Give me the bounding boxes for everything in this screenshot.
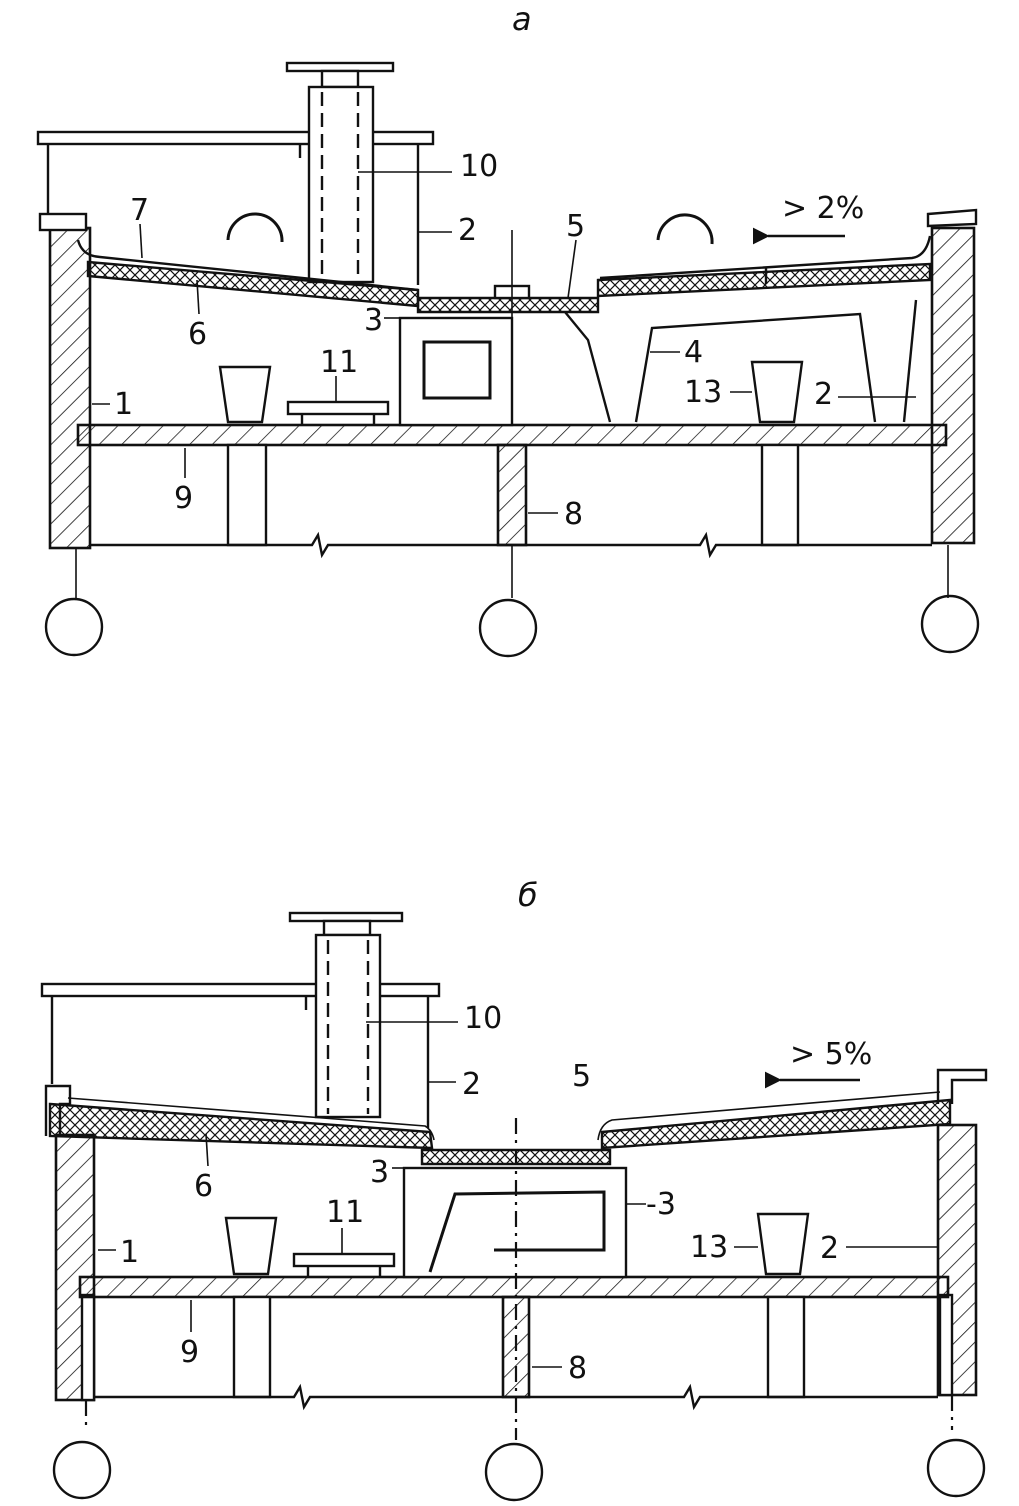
equipment-edge-a: [902, 299, 918, 423]
insulation-right-a: [596, 262, 932, 298]
vent-shaft-a: [285, 61, 395, 284]
label-3-right-b: -3: [646, 1187, 676, 1222]
label-6-a: 6: [188, 317, 207, 352]
right-flashing-b: [936, 1068, 988, 1104]
ground-line-a: [90, 531, 932, 559]
section-a: а > 2%: [36, 0, 980, 658]
membrane-left-b: [67, 1097, 435, 1141]
column-left-a: [226, 443, 268, 547]
insulation-right-b: [600, 1098, 952, 1150]
label-7-a: 7: [130, 193, 149, 228]
fan-13-left-b: [224, 1216, 278, 1276]
insulation-center-a: [416, 296, 600, 314]
label-13-a: 13: [684, 375, 722, 410]
axis-bubble-2-a: [478, 598, 538, 658]
title-b: б: [518, 876, 538, 914]
fan-13-right-a: [750, 360, 804, 424]
label-2-lower-b: 2: [820, 1231, 839, 1266]
label-13-b: 13: [690, 1230, 728, 1265]
machine-outline-b: [428, 1190, 606, 1273]
label-3-left-b: 3: [370, 1155, 389, 1190]
axis-bubble-3-b: [926, 1438, 986, 1498]
label-6-b: 6: [194, 1169, 213, 1204]
floor-slab-b: [78, 1275, 950, 1299]
label-8-a: 8: [564, 497, 583, 532]
label-8-b: 8: [568, 1351, 587, 1386]
machine-window-a: [422, 340, 492, 400]
label-1-a: 1: [114, 387, 133, 422]
left-wall-a: [48, 226, 92, 550]
equipment-4-a: [634, 312, 877, 423]
label-5-a: 5: [566, 209, 585, 244]
column-right-b: [766, 1295, 806, 1399]
axis-bubble-1-b: [52, 1440, 112, 1500]
section-b: б > 5%: [40, 876, 988, 1502]
column-center-a: [496, 443, 528, 547]
roll-symbol-left-a: [226, 212, 284, 243]
insulation-left-b: [48, 1102, 434, 1150]
axis-bubble-2-b: [484, 1442, 544, 1502]
vent-shaft-b: [288, 911, 404, 1119]
column-left-b: [232, 1295, 272, 1399]
roll-symbol-right-a: [656, 213, 714, 245]
right-wall-a: [930, 226, 976, 545]
membrane-right-b: [597, 1091, 941, 1141]
label-1-b: 1: [120, 1235, 139, 1270]
label-10-b: 10: [464, 1001, 502, 1036]
label-2-lower-a: 2: [814, 377, 833, 412]
unit-11-b: [292, 1252, 396, 1268]
axis-bubble-1-a: [44, 597, 104, 657]
axis-bubble-3-a: [920, 594, 980, 654]
column-right-a: [760, 443, 800, 547]
floor-slab-a: [76, 423, 948, 447]
left-coping-a: [38, 212, 88, 232]
label-4-a: 4: [684, 335, 703, 370]
label-5-b: 5: [572, 1059, 591, 1094]
label-9-b: 9: [180, 1335, 199, 1370]
title-a: а: [512, 0, 532, 38]
fan-13-left-a: [218, 365, 272, 424]
label-2-upper-b: 2: [462, 1067, 481, 1102]
machine-room-a: [398, 316, 514, 427]
slope-label-b: > 5%: [790, 1037, 872, 1072]
label-9-a: 9: [174, 481, 193, 516]
slope-label-a: > 2%: [782, 191, 864, 226]
machine-outline-a: [564, 311, 612, 423]
label-11-a: 11: [320, 345, 358, 380]
unit-11-a: [286, 400, 390, 416]
label-10-a: 10: [460, 149, 498, 184]
fan-13-right-b: [756, 1212, 810, 1276]
roofing-layer-left-a: [76, 239, 419, 292]
ground-line-b: [94, 1383, 938, 1411]
label-3-a: 3: [364, 303, 383, 338]
label-2-upper-a: 2: [458, 213, 477, 248]
label-11-b: 11: [326, 1195, 364, 1230]
right-coping-a: [926, 208, 978, 228]
roofing-layer-right-a: [599, 235, 932, 280]
